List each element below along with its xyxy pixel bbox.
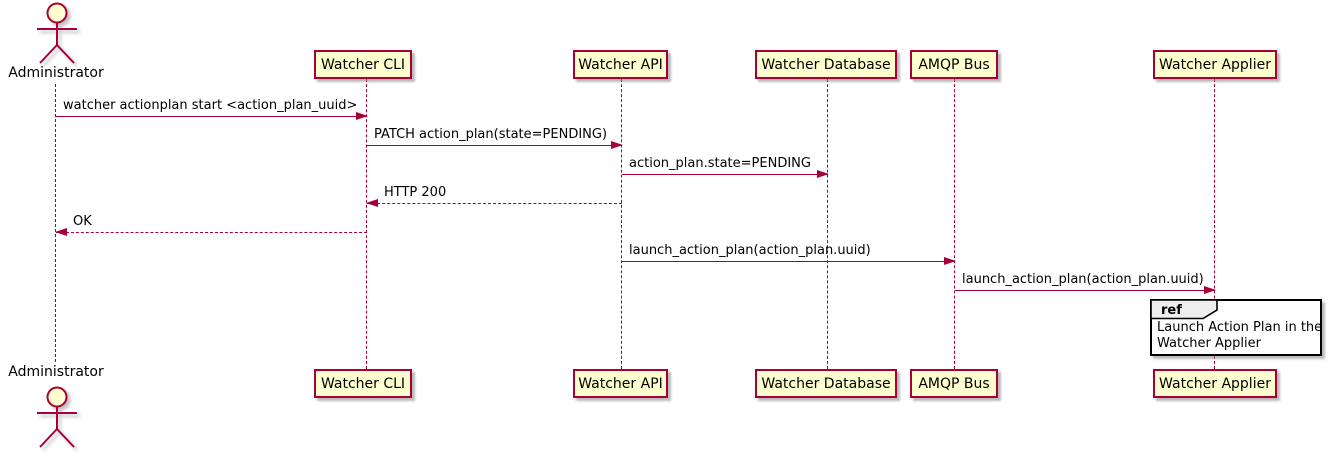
actor-stick-figure-icon	[37, 2, 77, 64]
participant-name: Watcher Database	[761, 375, 891, 392]
lifeline-watcher-cli	[366, 79, 367, 369]
participant-watcher-api-top: Watcher API	[573, 50, 668, 79]
participant-name: Watcher Applier	[1159, 56, 1271, 73]
message-line	[367, 203, 622, 204]
message-label: HTTP 200	[384, 185, 447, 200]
arrowhead-left-icon	[366, 199, 378, 207]
arrowhead-right-icon	[1204, 286, 1216, 294]
ref-fragment: ref Launch Action Plan in the Watcher Ap…	[1150, 299, 1322, 356]
arrowhead-left-icon	[55, 228, 67, 236]
message-line	[56, 116, 367, 117]
message-label: OK	[73, 214, 92, 229]
lifeline-watcher-api	[621, 79, 622, 369]
message-line	[622, 261, 955, 262]
arrowhead-right-icon	[817, 170, 829, 178]
participant-watcher-database-bottom: Watcher Database	[755, 369, 897, 398]
message-label: watcher actionplan start <action_plan_uu…	[63, 98, 358, 113]
ref-text: Launch Action Plan in the Watcher Applie…	[1157, 320, 1322, 352]
message-label: launch_action_plan(action_plan.uuid)	[962, 272, 1204, 287]
participant-watcher-applier-bottom: Watcher Applier	[1153, 369, 1277, 398]
message-label: action_plan.state=PENDING	[629, 156, 811, 171]
lifeline-watcher-applier	[1214, 79, 1215, 369]
participant-watcher-applier-top: Watcher Applier	[1153, 50, 1277, 79]
ref-text-line: Launch Action Plan in the	[1157, 320, 1323, 335]
message-line	[367, 145, 622, 146]
participant-name: Watcher Database	[761, 56, 891, 73]
actor-label-bottom: Administrator	[8, 364, 104, 380]
message-label: launch_action_plan(action_plan.uuid)	[629, 243, 871, 258]
lifeline-watcher-database	[827, 79, 828, 369]
lifeline-amqp-bus	[954, 79, 955, 369]
lifeline-administrator	[55, 84, 56, 362]
message-line	[955, 290, 1215, 291]
arrowhead-right-icon	[944, 257, 956, 265]
participant-watcher-api-bottom: Watcher API	[573, 369, 668, 398]
participant-name: Watcher CLI	[320, 56, 406, 73]
participant-watcher-cli-top: Watcher CLI	[314, 50, 412, 79]
ref-tab-label: ref	[1161, 303, 1182, 318]
participant-amqp-bus-top: AMQP Bus	[910, 50, 998, 79]
participant-name: Watcher API	[578, 56, 663, 73]
participant-name: AMQP Bus	[918, 56, 990, 73]
actor-stick-figure-icon	[37, 386, 77, 448]
ref-text-line: Watcher Applier	[1157, 336, 1261, 351]
participant-name: Watcher CLI	[320, 375, 406, 392]
participant-watcher-cli-bottom: Watcher CLI	[314, 369, 412, 398]
actor-label-top: Administrator	[8, 65, 104, 81]
message-line	[56, 232, 367, 233]
arrowhead-right-icon	[611, 141, 623, 149]
arrowhead-right-icon	[356, 112, 368, 120]
participant-name: Watcher API	[578, 375, 663, 392]
participant-name: Watcher Applier	[1159, 375, 1271, 392]
participant-amqp-bus-bottom: AMQP Bus	[910, 369, 998, 398]
participant-name: AMQP Bus	[918, 375, 990, 392]
message-label: PATCH action_plan(state=PENDING)	[374, 127, 608, 142]
message-line	[622, 174, 828, 175]
participant-watcher-database-top: Watcher Database	[755, 50, 897, 79]
ref-tab: ref	[1150, 299, 1218, 320]
